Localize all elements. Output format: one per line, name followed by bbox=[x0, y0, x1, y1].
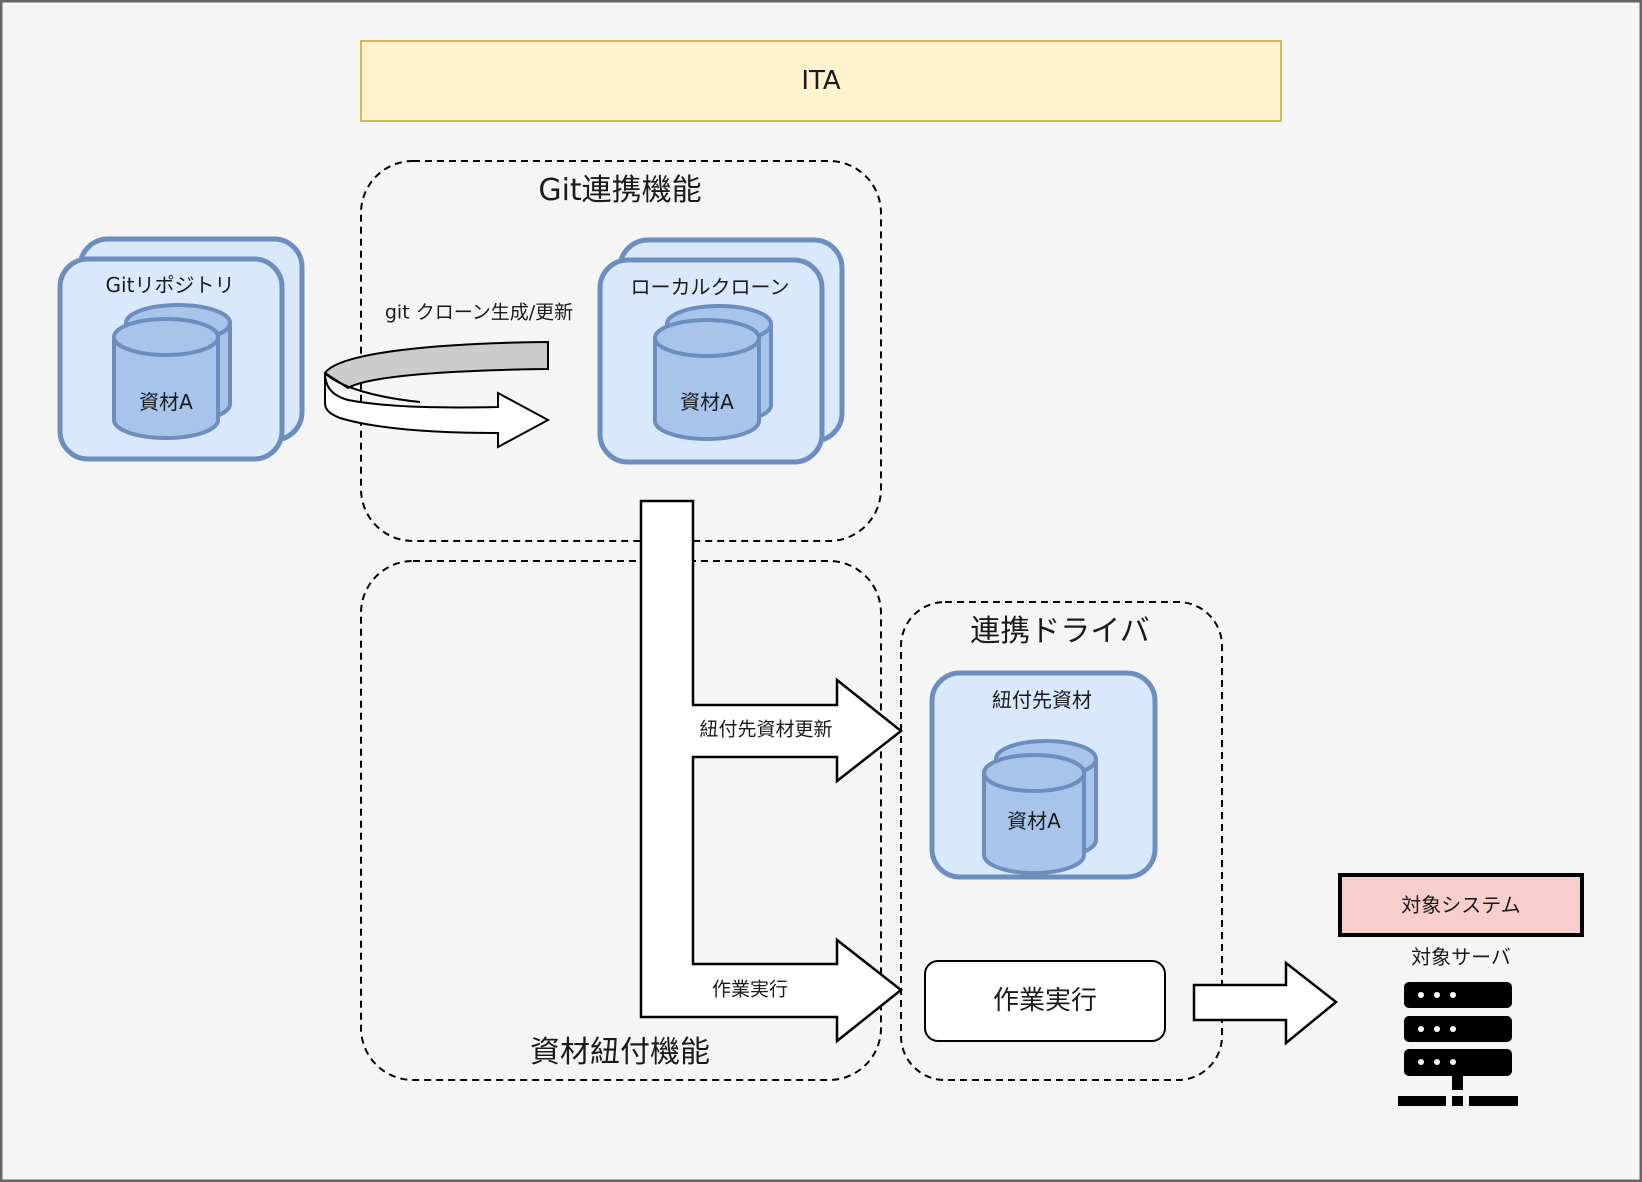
database-icon bbox=[653, 304, 773, 441]
clone-arrow-front-band bbox=[324, 372, 551, 449]
material-binding-group-title: 資材紐付機能 bbox=[530, 1035, 710, 1070]
target-system-label: 対象システム bbox=[1401, 893, 1521, 917]
integration-driver-group-title: 連携ドライバ bbox=[970, 614, 1150, 649]
local-clone-material-label: 資材A bbox=[680, 390, 734, 414]
job-run-arrow-label: 作業実行 bbox=[711, 978, 789, 1001]
target-system-node[interactable] bbox=[1338, 873, 1584, 937]
git-repository-label: Gitリポジトリ bbox=[105, 273, 235, 297]
ita-banner-label: ITA bbox=[801, 66, 841, 96]
database-icon bbox=[982, 739, 1098, 875]
local-clone-label: ローカルクローン bbox=[630, 275, 790, 299]
git-repository-node[interactable] bbox=[57, 236, 305, 462]
binding-flow-arrow[interactable] bbox=[639, 499, 904, 1044]
to-target-arrow[interactable] bbox=[1192, 960, 1339, 1046]
material-binding-group[interactable] bbox=[360, 560, 882, 1081]
bound-update-arrow-label: 紐付先資材更新 bbox=[699, 718, 833, 741]
job-execution-node[interactable] bbox=[924, 960, 1166, 1042]
clone-update-arrow-label: git クローン生成/更新 bbox=[384, 301, 574, 324]
bound-material-label: 紐付先資材 bbox=[992, 688, 1092, 712]
ita-banner[interactable] bbox=[360, 40, 1282, 122]
bound-material-node[interactable] bbox=[929, 670, 1158, 880]
local-clone-node[interactable] bbox=[597, 237, 845, 465]
bound-material-material-label: 資材A bbox=[1007, 809, 1061, 833]
git-repository-material-label: 資材A bbox=[139, 390, 193, 414]
database-icon bbox=[112, 303, 232, 440]
target-server-label: 対象サーバ bbox=[1411, 945, 1511, 969]
job-execution-label: 作業実行 bbox=[992, 986, 1098, 1016]
integration-driver-group[interactable] bbox=[900, 601, 1223, 1081]
git-integration-group-title: Git連携機能 bbox=[538, 173, 702, 208]
server-icon[interactable] bbox=[1398, 982, 1518, 1106]
clone-update-arrow[interactable] bbox=[323, 340, 551, 449]
git-integration-group[interactable] bbox=[360, 160, 882, 542]
